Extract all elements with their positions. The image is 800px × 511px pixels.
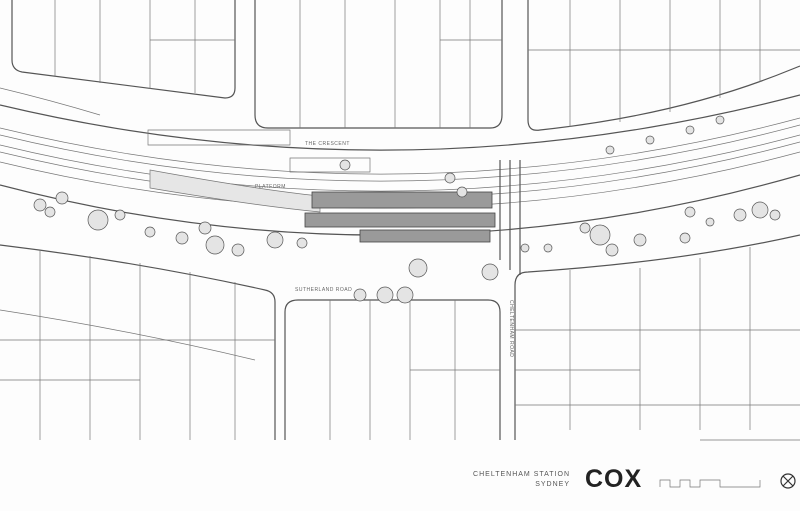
tree <box>205 235 225 255</box>
tree <box>705 217 715 227</box>
tree <box>144 226 156 238</box>
tree <box>266 231 284 249</box>
street-label-top: THE CRESCENT <box>305 141 350 147</box>
tree <box>33 198 47 212</box>
north-arrow-icon <box>780 473 796 489</box>
cox-logo: COX <box>585 465 643 493</box>
block-bottom-right <box>514 234 800 440</box>
street-label-bottom: SUTHERLAND ROAD <box>295 287 352 293</box>
city-blocks <box>0 0 800 441</box>
tree <box>175 231 189 245</box>
tree <box>55 191 69 205</box>
road-stripe-right <box>499 159 521 275</box>
block-bottom-left <box>0 244 276 440</box>
tree <box>376 286 394 304</box>
tree <box>685 125 695 135</box>
tree <box>679 232 691 244</box>
tree <box>769 209 781 221</box>
platform-label: PLATFORM <box>255 184 286 190</box>
tree <box>733 208 747 222</box>
tree <box>481 263 499 281</box>
tree <box>444 172 456 184</box>
block-top-left <box>11 0 236 99</box>
street-label-right: CHELTENHAM ROAD <box>508 300 514 357</box>
trees <box>33 115 781 304</box>
tree <box>751 201 769 219</box>
platform <box>149 169 321 213</box>
tree <box>396 286 414 304</box>
drawing-title: CHELTENHAM STATION SYDNEY <box>470 470 570 490</box>
tree <box>114 209 126 221</box>
tree <box>44 206 56 218</box>
tree <box>684 206 696 218</box>
kerb-line <box>0 309 800 441</box>
title-line-1: CHELTENHAM STATION <box>473 471 570 478</box>
tree <box>339 159 351 171</box>
tree <box>645 135 655 145</box>
tree <box>87 209 109 231</box>
tree <box>605 145 615 155</box>
tree <box>198 221 212 235</box>
tree <box>589 224 611 246</box>
tree <box>605 243 619 257</box>
station-building <box>304 191 496 243</box>
block-bottom-middle <box>284 299 501 440</box>
tree <box>543 243 553 253</box>
tree <box>456 186 468 198</box>
block-top-right <box>527 0 800 131</box>
tree <box>520 243 530 253</box>
parking-bays <box>0 87 371 173</box>
lot-lines <box>0 0 800 440</box>
block-top-middle <box>254 0 503 129</box>
title-line-2: SYDNEY <box>535 481 570 488</box>
tree <box>353 288 367 302</box>
tree <box>715 115 725 125</box>
tree <box>408 258 428 278</box>
tree <box>231 243 245 257</box>
tree <box>633 233 647 247</box>
tree <box>296 237 308 249</box>
tree <box>579 222 591 234</box>
scale-bar-icon <box>659 479 761 488</box>
